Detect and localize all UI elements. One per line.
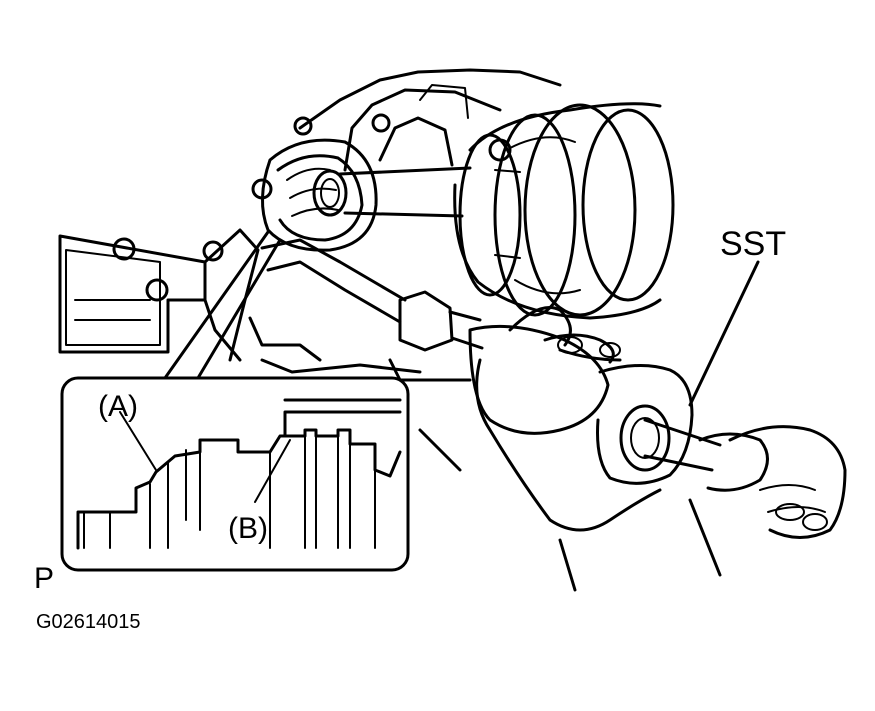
right-hand [728, 425, 847, 539]
callout-a-label: (A) [98, 390, 138, 423]
detail-inset [60, 376, 410, 572]
sst-puller [468, 324, 769, 492]
transaxle-housing [58, 228, 422, 374]
leader-b [254, 439, 291, 503]
drive-shaft [338, 166, 472, 218]
engine-block [251, 68, 562, 472]
callout-b-label: (B) [228, 512, 268, 545]
sst-label: SST [720, 225, 786, 263]
sst-leader-line [688, 260, 760, 407]
left-hand [475, 306, 722, 592]
sst-bracket [260, 238, 484, 352]
hub-assembly [453, 102, 675, 320]
inner-cv-boot [260, 138, 378, 252]
figure-code: G02614015 [36, 611, 141, 633]
leader-a [119, 411, 157, 471]
inset-leader-lines [163, 230, 282, 380]
p-label: P [34, 562, 54, 595]
inset-profile [76, 398, 402, 550]
